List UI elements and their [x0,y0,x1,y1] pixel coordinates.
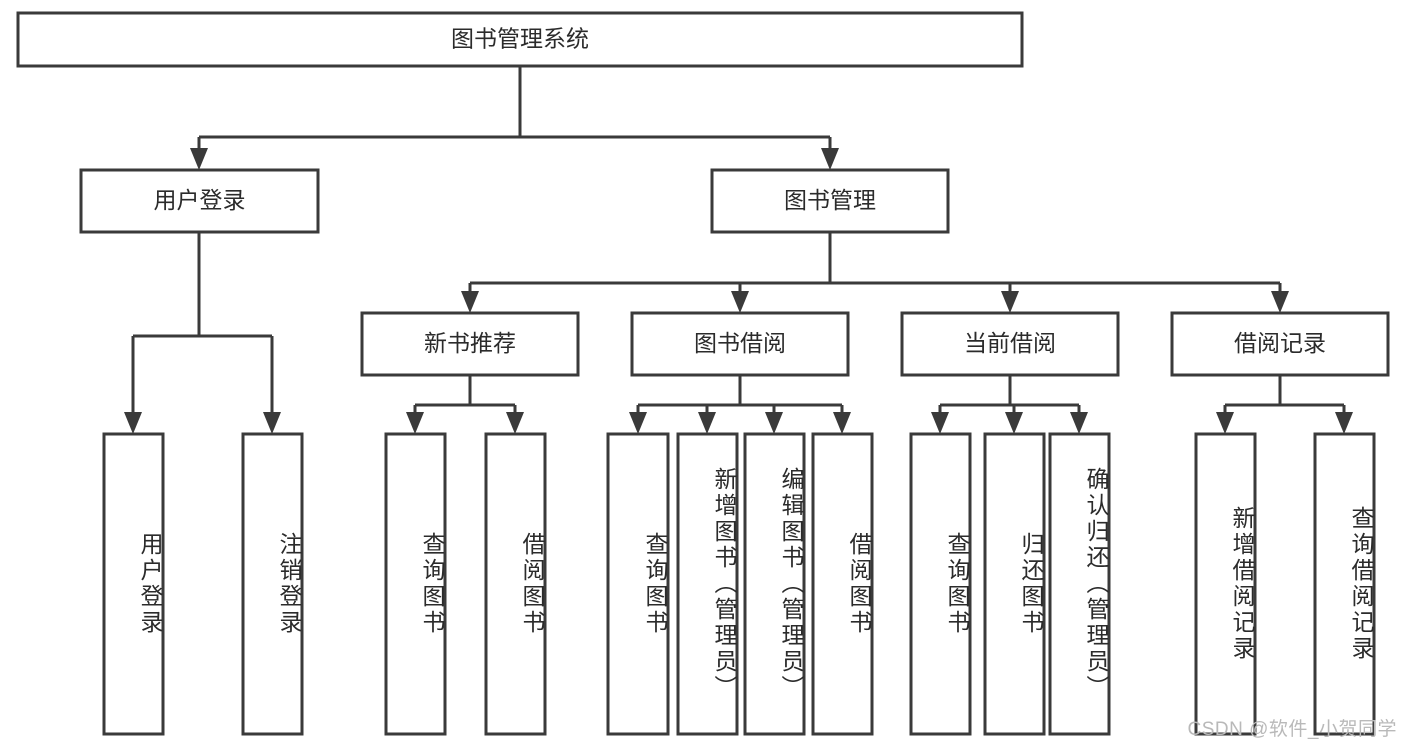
arrow-head-icon [821,148,839,170]
arrow-head-icon [698,412,716,434]
node-box-leaf-2 [384,432,447,736]
node-box-leaf-6 [743,432,806,736]
node-box-leaf-4 [606,432,670,736]
node-box-level3-3 [1170,311,1390,377]
node-box-level2-1 [710,168,950,234]
arrow-head-icon [124,412,142,434]
node-label-level3-0: 新书推荐 [424,330,516,356]
arrow-head-icon [931,412,949,434]
node-box-leaf-11 [1194,432,1257,736]
arrow-head-icon [1070,412,1088,434]
arrow-head-icon [1216,412,1234,434]
node-label-level3-1: 图书借阅 [694,330,786,356]
node-box-root [16,11,1024,68]
watermark-text: CSDN @软件_小贺同学 [1187,719,1397,740]
node-box-leaf-3 [484,432,547,736]
arrow-head-icon [765,412,783,434]
node-label-level2-1: 图书管理 [784,187,876,213]
arrow-head-icon [833,412,851,434]
node-label-level3-3: 借阅记录 [1234,330,1326,356]
arrow-head-icon [406,412,424,434]
node-box-leaf-1 [241,432,304,736]
node-box-level3-0 [360,311,580,377]
node-box-leaf-10 [1048,432,1111,736]
node-box-leaf-8 [909,432,972,736]
node-box-leaf-5 [676,432,739,736]
node-box-leaf-9 [983,432,1046,736]
arrow-head-icon [190,148,208,170]
node-box-leaf-12 [1313,432,1376,736]
arrow-head-icon [629,412,647,434]
node-box-leaf-7 [811,432,874,736]
edges-layer [124,66,1353,434]
arrow-head-icon [1271,291,1289,313]
node-label-root: 图书管理系统 [451,26,589,52]
node-label-level3-2: 当前借阅 [964,330,1056,356]
arrow-head-icon [1001,291,1019,313]
arrow-head-icon [731,291,749,313]
node-label-level2-0: 用户登录 [154,187,246,213]
node-box-level2-0 [79,168,320,234]
arrow-head-icon [506,412,524,434]
node-box-leaf-0 [102,432,165,736]
arrow-head-icon [1335,412,1353,434]
arrow-head-icon [263,412,281,434]
arrow-head-icon [461,291,479,313]
node-box-level3-1 [630,311,850,377]
boxes-layer [16,11,1390,736]
node-box-level3-2 [900,311,1120,377]
arrow-head-icon [1005,412,1023,434]
